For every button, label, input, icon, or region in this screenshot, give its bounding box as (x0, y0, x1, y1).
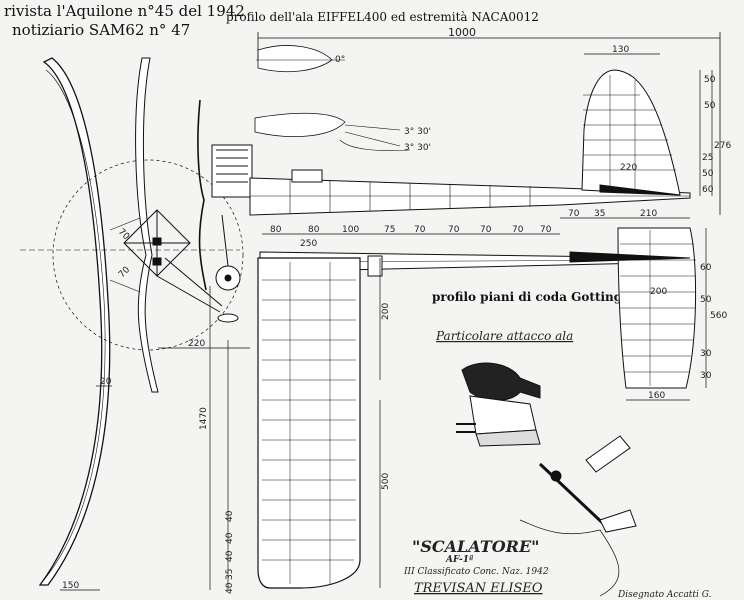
fin-dim-v6: 60 (702, 185, 714, 195)
seg-70c: 70 (480, 225, 492, 235)
fin-dim-v3: 276 (714, 141, 731, 151)
overall-length-dimension (257, 32, 721, 215)
front-view-fuselage (20, 57, 244, 393)
dim-20: 20 (100, 377, 112, 387)
wheel-dim-220: 220 (188, 339, 205, 349)
magazine-caption: rivista l'Aquilone n°45 del 1942 (4, 2, 245, 20)
classification: III Classificato Conc. Naz. 1942 (403, 567, 549, 577)
model-in-flight-sketch (519, 435, 637, 597)
fin-dim-v1: 50 (704, 75, 716, 85)
detail-title: Particolare attacco ala (435, 329, 573, 343)
seg-70b: 70 (448, 225, 460, 235)
fin-rib-length: 220 (620, 163, 637, 173)
side-view-fuselage (197, 45, 691, 291)
wing-dim-40a: 40 (225, 510, 235, 522)
seg-70d: 70 (512, 225, 524, 235)
newsletter-caption: notiziario SAM62 n° 47 (12, 21, 191, 39)
wing-root-250: 250 (300, 239, 317, 249)
top-view-wing (257, 257, 361, 589)
seg-80a: 80 (270, 225, 282, 235)
wing-profile-caption: profilo dell'ala EIFFEL400 ed estremità … (226, 10, 539, 24)
seg-70e: 70 (540, 225, 552, 235)
stab-span-560: 560 (710, 311, 727, 321)
fuse-seg-35: 35 (594, 209, 605, 219)
wing-dim-40d: 40 (225, 582, 235, 594)
fuse-seg-70: 70 (568, 209, 580, 219)
stab-chord-200: 200 (650, 287, 667, 297)
wing-attachment-detail (456, 362, 541, 447)
model-code: AF-1ª (445, 555, 473, 565)
seg-70a: 70 (414, 225, 426, 235)
front-view-wing (38, 57, 111, 586)
wing-dim-200: 200 (381, 303, 391, 320)
dim-150: 150 (62, 581, 79, 591)
stab-tip-160: 160 (648, 391, 665, 401)
fin-dim-v5: 50 (702, 169, 714, 179)
designer: TREVISAN ELISEO (414, 581, 543, 596)
stabilizer-dimensions (626, 228, 707, 401)
wing-dim-35: 35 (225, 569, 235, 580)
stab-dim-30: 30 (700, 349, 712, 359)
tail-profile-caption: profilo piani di coda Gottinga 563 (432, 290, 660, 304)
wing-dim-40b: 40 (225, 532, 235, 544)
stab-dim-50: 50 (700, 295, 712, 305)
misc-dimensions (60, 347, 250, 591)
stab-dim-60: 60 (700, 263, 712, 273)
seg-75: 75 (384, 225, 395, 235)
fin-dim-v4: 25 (702, 153, 713, 163)
horizontal-stabilizer (569, 227, 697, 389)
seg-100: 100 (342, 225, 359, 235)
fin-dim-v2: 50 (704, 101, 716, 111)
wing-dimensions (209, 258, 381, 590)
wing-span-1470: 1470 (199, 407, 209, 430)
profile-zero-angle: 0° (335, 55, 345, 65)
seg-80b: 80 (308, 225, 320, 235)
fuselage-dimensions (262, 217, 690, 235)
incidence-angle-2: 3° 30' (404, 143, 431, 153)
incidence-angle-1: 3° 30' (404, 127, 431, 137)
fuse-seg-210: 210 (640, 209, 657, 219)
model-name: "SCALATORE" (412, 537, 540, 556)
stab-dim-30b: 30 (700, 371, 712, 381)
prop-dim-70b: 70 (117, 265, 132, 280)
drawn-by: Disegnato Accatti G. (617, 590, 712, 600)
wing-dim-40c: 40 (225, 550, 235, 562)
overall-length-label: 1000 (448, 26, 476, 39)
fin-top-width: 130 (612, 45, 629, 55)
vertical-fin (581, 69, 681, 196)
wing-dim-500: 500 (381, 473, 391, 490)
prop-dim-70a: 70 (116, 227, 131, 242)
fin-dimensions (584, 53, 713, 196)
